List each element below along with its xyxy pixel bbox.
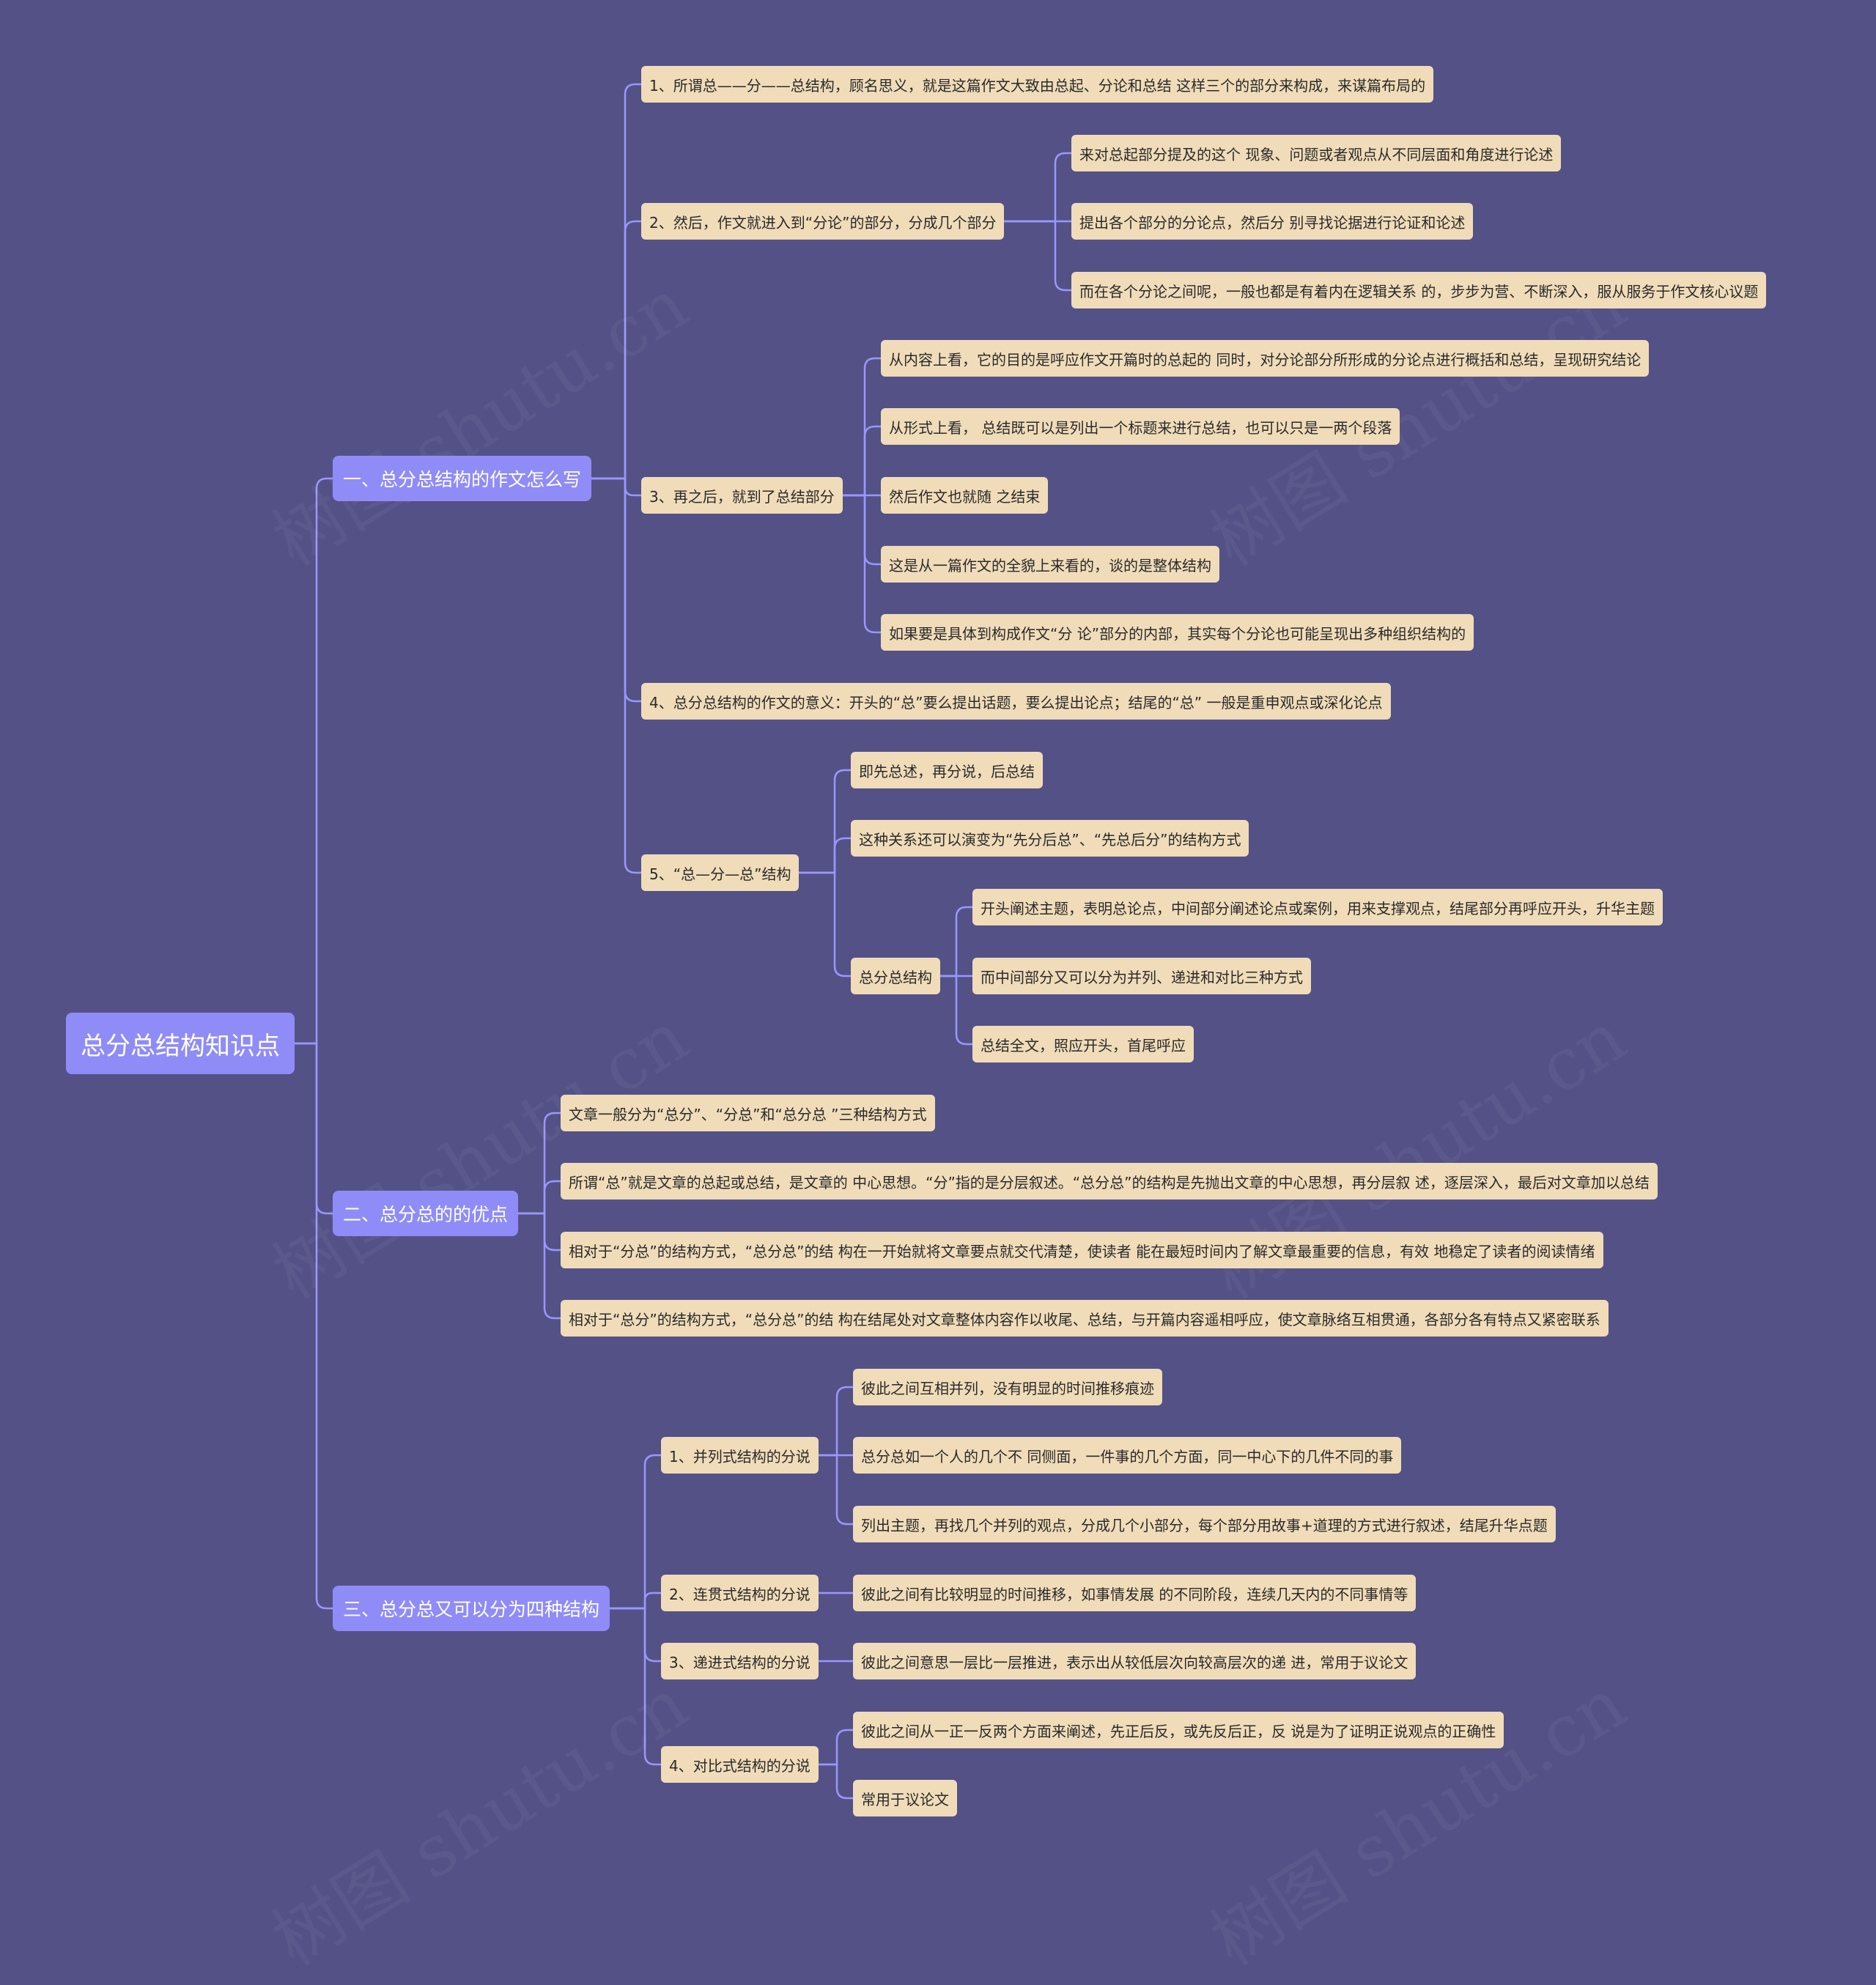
leaf-node[interactable]: 提出各个部分的分论点，然后分 别寻找论据进行论证和论述: [1071, 203, 1474, 240]
branch-four-structures[interactable]: 三、总分总又可以分为四种结构: [333, 1586, 610, 1631]
leaf-node[interactable]: 相对于“总分”的结构方式，“总分总”的结 构在结尾处对文章整体内容作以收尾、总结…: [561, 1300, 1609, 1337]
connector-line: [843, 425, 881, 497]
leaf-node[interactable]: 从形式上看， 总结既可以是列出一个标题来进行总结，也可以只是一两个段落: [881, 408, 1400, 445]
connector-line: [591, 220, 641, 480]
connector-lines: [295, 83, 1071, 1800]
connector-line: [518, 1212, 561, 1320]
leaf-node[interactable]: 1、并列式结构的分说: [661, 1437, 819, 1474]
connector-line: [591, 83, 641, 480]
leaf-node[interactable]: 彼此之间从一正一反两个方面来阐述，先正后反，或先反后正，反 说是为了证明正说观点…: [853, 1712, 1504, 1748]
leaf-node[interactable]: 然后作文也就随 之结束: [881, 477, 1049, 514]
connector-line: [940, 975, 972, 1046]
connector-line: [799, 837, 851, 874]
leaf-node[interactable]: 文章一般分为“总分”、“分总”和“总分总 ”三种结构方式: [561, 1095, 935, 1131]
leaf-node[interactable]: 4、对比式结构的分说: [661, 1746, 819, 1783]
branch-how-to-write[interactable]: 一、总分总结构的作文怎么写: [333, 456, 592, 501]
leaf-node[interactable]: 这是从一篇作文的全貌上来看的，谈的是整体结构: [881, 546, 1219, 583]
connector-line: [843, 494, 881, 634]
leaf-node[interactable]: 这种关系还可以演变为“先分后总”、“先总后分”的结构方式: [851, 820, 1249, 857]
connector-line: [591, 477, 641, 703]
leaf-node[interactable]: 4、总分总结构的作文的意义：开头的“总”要么提出话题，要么提出论点；结尾的“总”…: [641, 683, 1391, 720]
leaf-node[interactable]: 而在各个分论之间呢，一般也都是有着内在逻辑关系 的，步步为营、不断深入，服从服务…: [1071, 272, 1767, 308]
leaf-node[interactable]: 总分总如一个人的几个不 同侧面，一件事的几个方面，同一中心下的几件不同的事: [853, 1437, 1402, 1474]
root-node[interactable]: 总分总结构知识点: [66, 1013, 295, 1074]
leaf-node[interactable]: 2、然后，作文就进入到“分论”的部分，分成几个部分: [641, 203, 1005, 240]
connector-line: [799, 769, 851, 874]
connector-line: [610, 1592, 661, 1610]
connector-line: [799, 871, 851, 977]
leaf-node[interactable]: 相对于“分总”的结构方式，“总分总”的结 构在一开始就将文章要点就交代清楚，使读…: [561, 1232, 1603, 1268]
connector-line: [591, 477, 641, 497]
leaf-node[interactable]: 即先总述，再分说，后总结: [851, 752, 1043, 788]
leaf-node[interactable]: 如果要是具体到构成作文“分 论”部分的内部，其实每个分论也可能呈现出多种组织结构…: [881, 614, 1474, 651]
leaf-node[interactable]: 3、再之后，就到了总结部分: [641, 477, 843, 514]
connector-line: [819, 1454, 853, 1526]
connector-line: [518, 1112, 561, 1215]
leaf-node[interactable]: 来对总起部分提及的这个 现象、问题或者观点从不同层面和角度进行论述: [1071, 135, 1562, 171]
connector-line: [518, 1212, 561, 1252]
connector-line: [1004, 152, 1071, 223]
leaf-node[interactable]: 列出主题，再找几个并列的观点，分成几个小部分，每个部分用故事+道理的方式进行叙述…: [853, 1506, 1556, 1542]
leaf-node[interactable]: 总分总结构: [851, 958, 940, 994]
connector-line: [843, 357, 881, 497]
connector-line: [819, 1729, 853, 1766]
connector-line: [591, 477, 641, 874]
leaf-node[interactable]: 从内容上看，它的目的是呼应作文开篇时的总起的 同时，对分论部分所形成的分论点进行…: [881, 340, 1650, 377]
leaf-node[interactable]: 5、“总—分—总”结构: [641, 854, 799, 891]
leaf-node[interactable]: 彼此之间有比较明显的时间推移，如事情发展 的不同阶段，连续几天内的不同事情等: [853, 1575, 1417, 1611]
leaf-node[interactable]: 而中间部分又可以分为并列、递进和对比三种方式: [972, 958, 1311, 994]
leaf-node[interactable]: 开头阐述主题，表明总论点，中间部分阐述论点或案例，用来支撑观点，结尾部分再呼应开…: [972, 889, 1663, 925]
leaf-node[interactable]: 彼此之间互相并列，没有明显的时间推移痕迹: [853, 1369, 1162, 1405]
connector-line: [295, 1042, 333, 1215]
connector-line: [1004, 220, 1071, 292]
connector-line: [610, 1454, 661, 1610]
leaf-node[interactable]: 所谓“总”就是文章的总起或总结，是文章的 中心思想。“分”指的是分层叙述。“总分…: [561, 1163, 1658, 1199]
leaf-node[interactable]: 彼此之间意思一层比一层推进，表示出从较低层次向较高层次的递 进，常用于议论文: [853, 1643, 1417, 1679]
connector-line: [610, 1607, 661, 1766]
connector-line: [843, 494, 881, 566]
connector-line: [295, 477, 333, 1045]
leaf-node[interactable]: 总结全文，照应开头，首尾呼应: [972, 1026, 1194, 1062]
leaf-node[interactable]: 3、递进式结构的分说: [661, 1643, 819, 1679]
branch-advantages[interactable]: 二、总分总的的优点: [333, 1191, 519, 1236]
connector-line: [518, 1180, 561, 1215]
connector-line: [940, 906, 972, 977]
leaf-node[interactable]: 1、所谓总——分——总结构，顾名思义，就是这篇作文大致由总起、分论和总结 这样三…: [641, 66, 1434, 103]
connector-line: [819, 1763, 853, 1800]
leaf-node[interactable]: 2、连贯式结构的分说: [661, 1575, 819, 1611]
connector-line: [610, 1607, 661, 1663]
connector-line: [295, 1042, 333, 1610]
leaf-node[interactable]: 常用于议论文: [853, 1780, 957, 1816]
connector-line: [819, 1386, 853, 1457]
mindmap-canvas: 树图 shutu.cn 树图 shutu.cn 树图 shutu.cn 树图 s…: [66, 66, 1767, 1816]
